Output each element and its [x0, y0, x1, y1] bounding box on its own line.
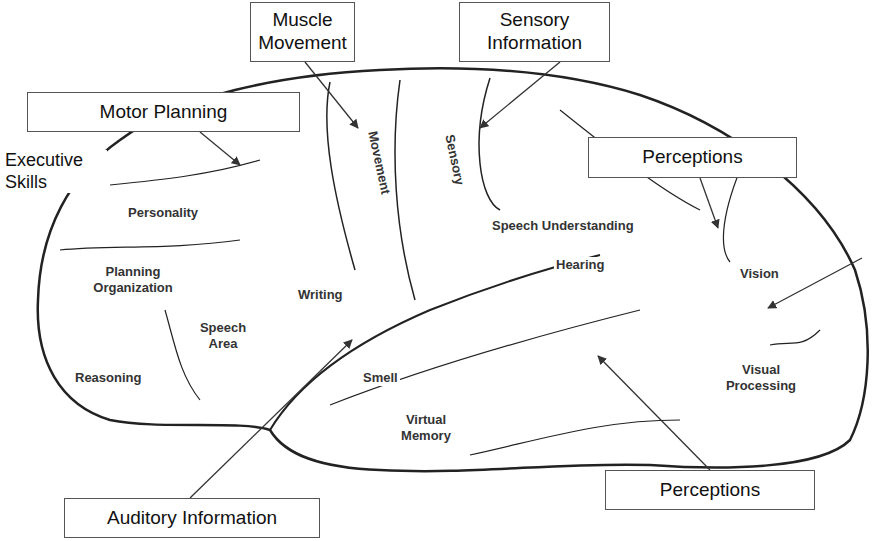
central-sulcus [395, 80, 415, 300]
label-box: Sensory Information [459, 2, 610, 62]
leader-arrow [768, 258, 862, 308]
leader-arrow [190, 340, 352, 498]
region-label: Personality [126, 205, 200, 221]
region-label: Visual Processing [716, 362, 806, 393]
leader-arrow [480, 62, 560, 128]
box-text: Perceptions [642, 146, 742, 169]
temporal-sulcus [330, 310, 640, 405]
region-label: Smell [361, 370, 400, 386]
region-label: Virtual Memory [383, 412, 469, 443]
postcentral-sulcus [479, 78, 500, 210]
box-text: Muscle Movement [257, 9, 348, 55]
box-text: Sensory Information [466, 9, 603, 55]
region-label: Reasoning [73, 370, 143, 386]
leader-arrow [700, 178, 718, 228]
precentral-sulcus [327, 82, 355, 270]
region-label: Executive Skills [3, 150, 107, 193]
region-label: Vision [738, 266, 781, 282]
region-label: Speech Area [188, 320, 258, 351]
label-box: Perceptions [588, 137, 797, 178]
box-text: Perceptions [660, 479, 760, 502]
label-box: Auditory Information [64, 498, 320, 538]
box-text: Motor Planning [100, 101, 228, 124]
occipital-sulcus [770, 330, 820, 345]
leader-arrow [200, 132, 240, 165]
box-text: Auditory Information [107, 507, 277, 530]
region-label: Planning Organization [75, 264, 191, 295]
region-label: Speech Understanding [490, 218, 636, 234]
label-box: Perceptions [605, 470, 815, 510]
region-label: Writing [296, 287, 345, 303]
label-box: Motor Planning [27, 92, 300, 132]
label-box: Muscle Movement [250, 2, 355, 62]
lateral-fissure [270, 255, 600, 430]
occipital-sulcus [723, 170, 740, 262]
temporal-sulcus [470, 420, 680, 455]
region-label: Movement [364, 128, 393, 198]
region-label: Sensory [441, 131, 468, 188]
region-label: Hearing [554, 257, 606, 273]
leader-arrow [305, 62, 358, 128]
leader-arrow [598, 356, 710, 470]
frontal-sulcus [60, 240, 240, 250]
